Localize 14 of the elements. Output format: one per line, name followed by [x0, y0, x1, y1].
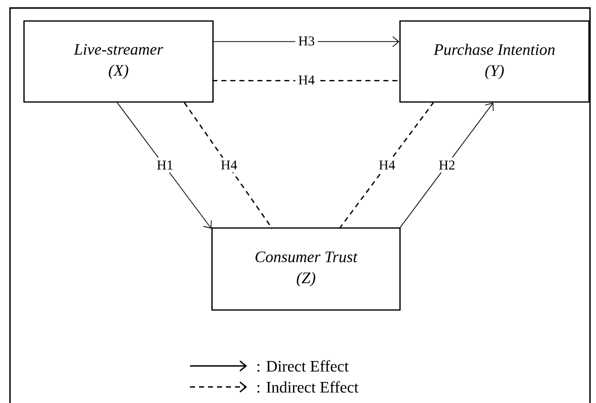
- edge-label: H3: [295, 33, 318, 49]
- variable-box: Purchase Intention (Y): [399, 20, 590, 103]
- edge-label: H4: [295, 72, 318, 88]
- variable-box: Consumer Trust (Z): [211, 227, 401, 311]
- arrow: [212, 36, 400, 48]
- arrow: [116, 102, 212, 229]
- edge-label: H4: [218, 158, 240, 172]
- arrow: [398, 102, 494, 230]
- variable-box: Live-streamer (X): [23, 20, 214, 103]
- legend-text: : Indirect Effect: [257, 381, 358, 393]
- legend-text: : Direct Effect: [257, 360, 349, 372]
- edge-label: H4: [376, 158, 398, 172]
- edge-label: H1: [154, 158, 176, 172]
- edge-label: H2: [436, 158, 458, 172]
